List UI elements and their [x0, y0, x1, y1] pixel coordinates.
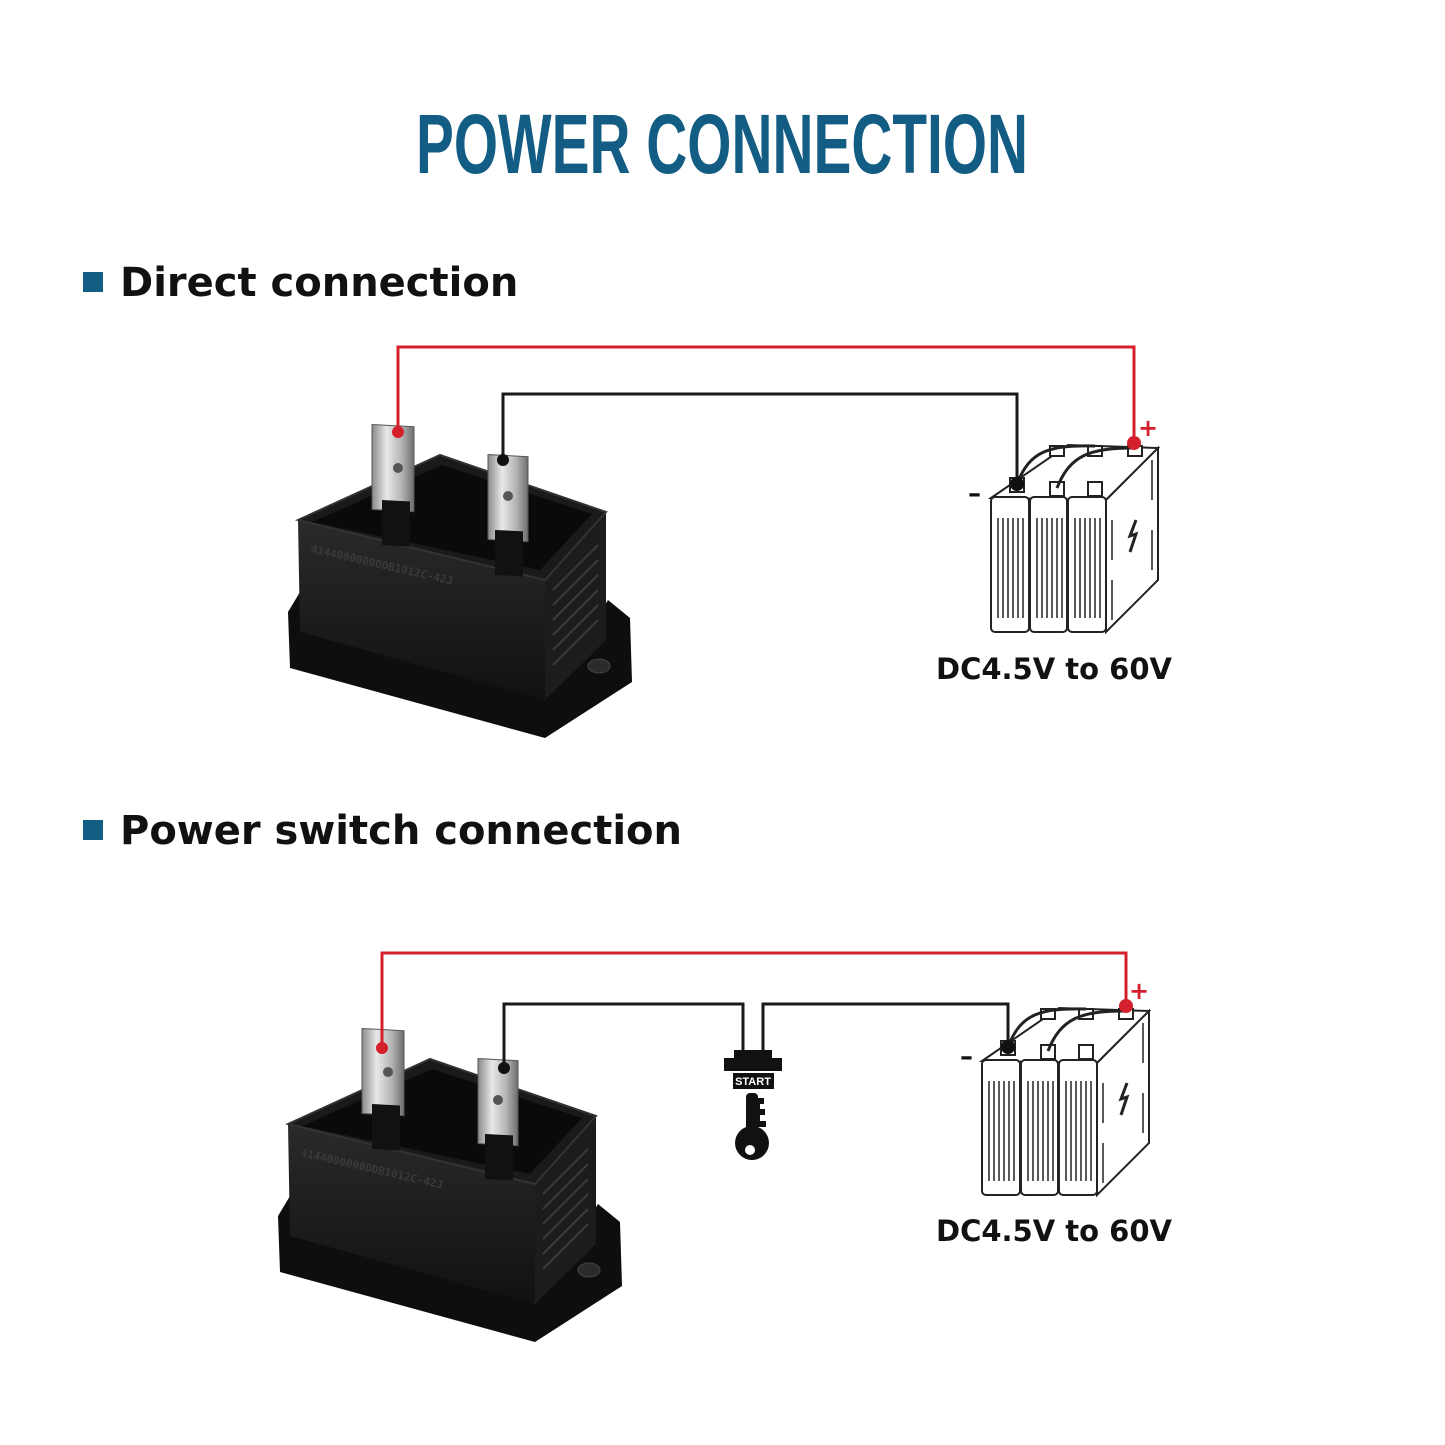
section-heading-switch: Power switch connection	[120, 808, 682, 854]
meter-device	[287, 423, 633, 739]
page-title: POWER CONNECTION	[416, 97, 1028, 191]
meter-device	[277, 1027, 623, 1343]
negative-wire	[501, 392, 1019, 484]
negative-wire-to-battery	[761, 1002, 1010, 1052]
positive-sign: +	[1138, 414, 1158, 442]
bullet-square	[83, 272, 103, 292]
positive-sign: +	[1129, 977, 1149, 1005]
negative-sign: –	[960, 1042, 973, 1072]
positive-wire	[380, 951, 1128, 1048]
negative-wire-to-switch	[502, 1002, 745, 1068]
switch-label: START	[735, 1076, 771, 1088]
bullet-square	[83, 820, 103, 840]
voltage-label: DC4.5V to 60V	[936, 652, 1173, 686]
negative-sign: –	[968, 479, 981, 509]
section-heading-direct: Direct connection	[120, 260, 518, 306]
ignition-key-icon: START	[724, 1050, 782, 1160]
voltage-label: DC4.5V to 60V	[936, 1214, 1173, 1248]
positive-wire	[396, 345, 1136, 443]
